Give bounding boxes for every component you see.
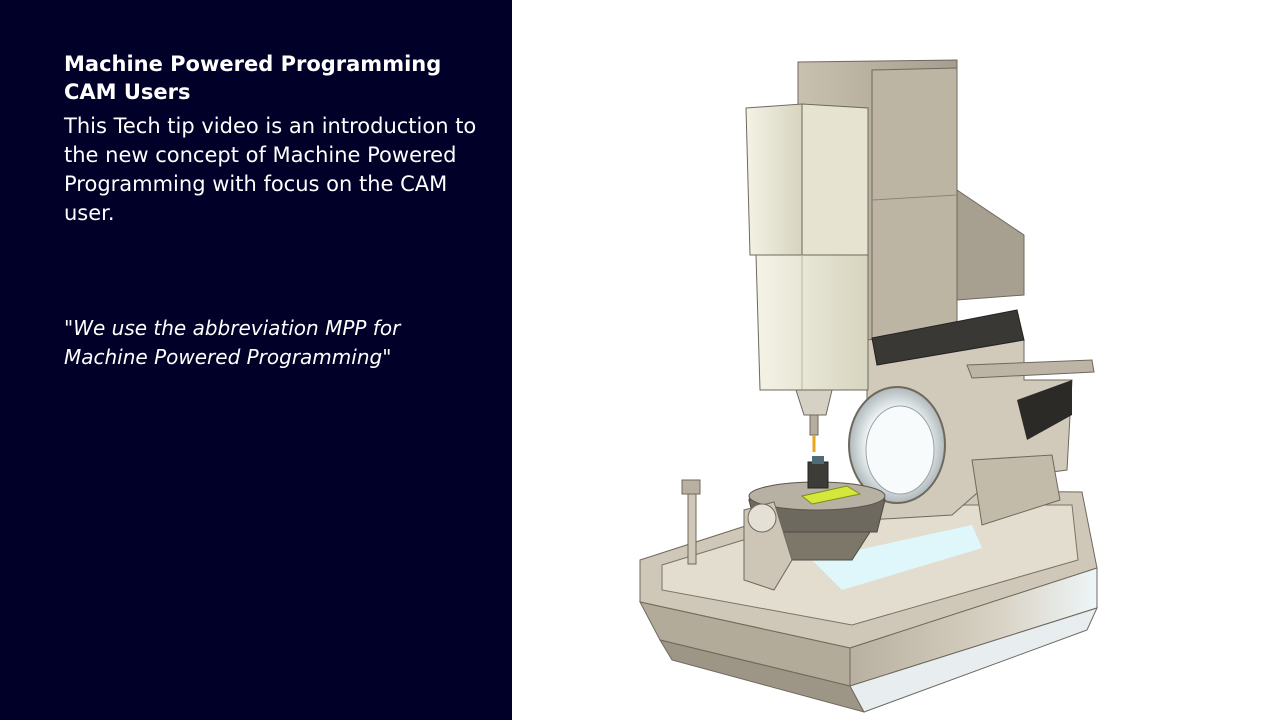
slide-title-line1: Machine Powered Programming bbox=[64, 52, 442, 76]
slide-quote: "We use the abbreviation MPP for Machine… bbox=[64, 316, 401, 369]
slide-title-line2: CAM Users bbox=[64, 80, 191, 104]
cnc-machine-illustration bbox=[639, 59, 1098, 713]
slide-title: Machine Powered Programming CAM Users bbox=[64, 50, 484, 106]
illustration-panel bbox=[512, 0, 1280, 720]
rotary-table bbox=[743, 456, 886, 591]
tool-post bbox=[681, 479, 701, 565]
spindle-head bbox=[745, 103, 869, 452]
machine-base bbox=[639, 489, 1098, 713]
info-panel: Machine Powered Programming CAM Users Th… bbox=[0, 0, 512, 720]
slide-description: This Tech tip video is an introduction t… bbox=[64, 114, 477, 225]
machine-bed bbox=[848, 309, 1095, 526]
